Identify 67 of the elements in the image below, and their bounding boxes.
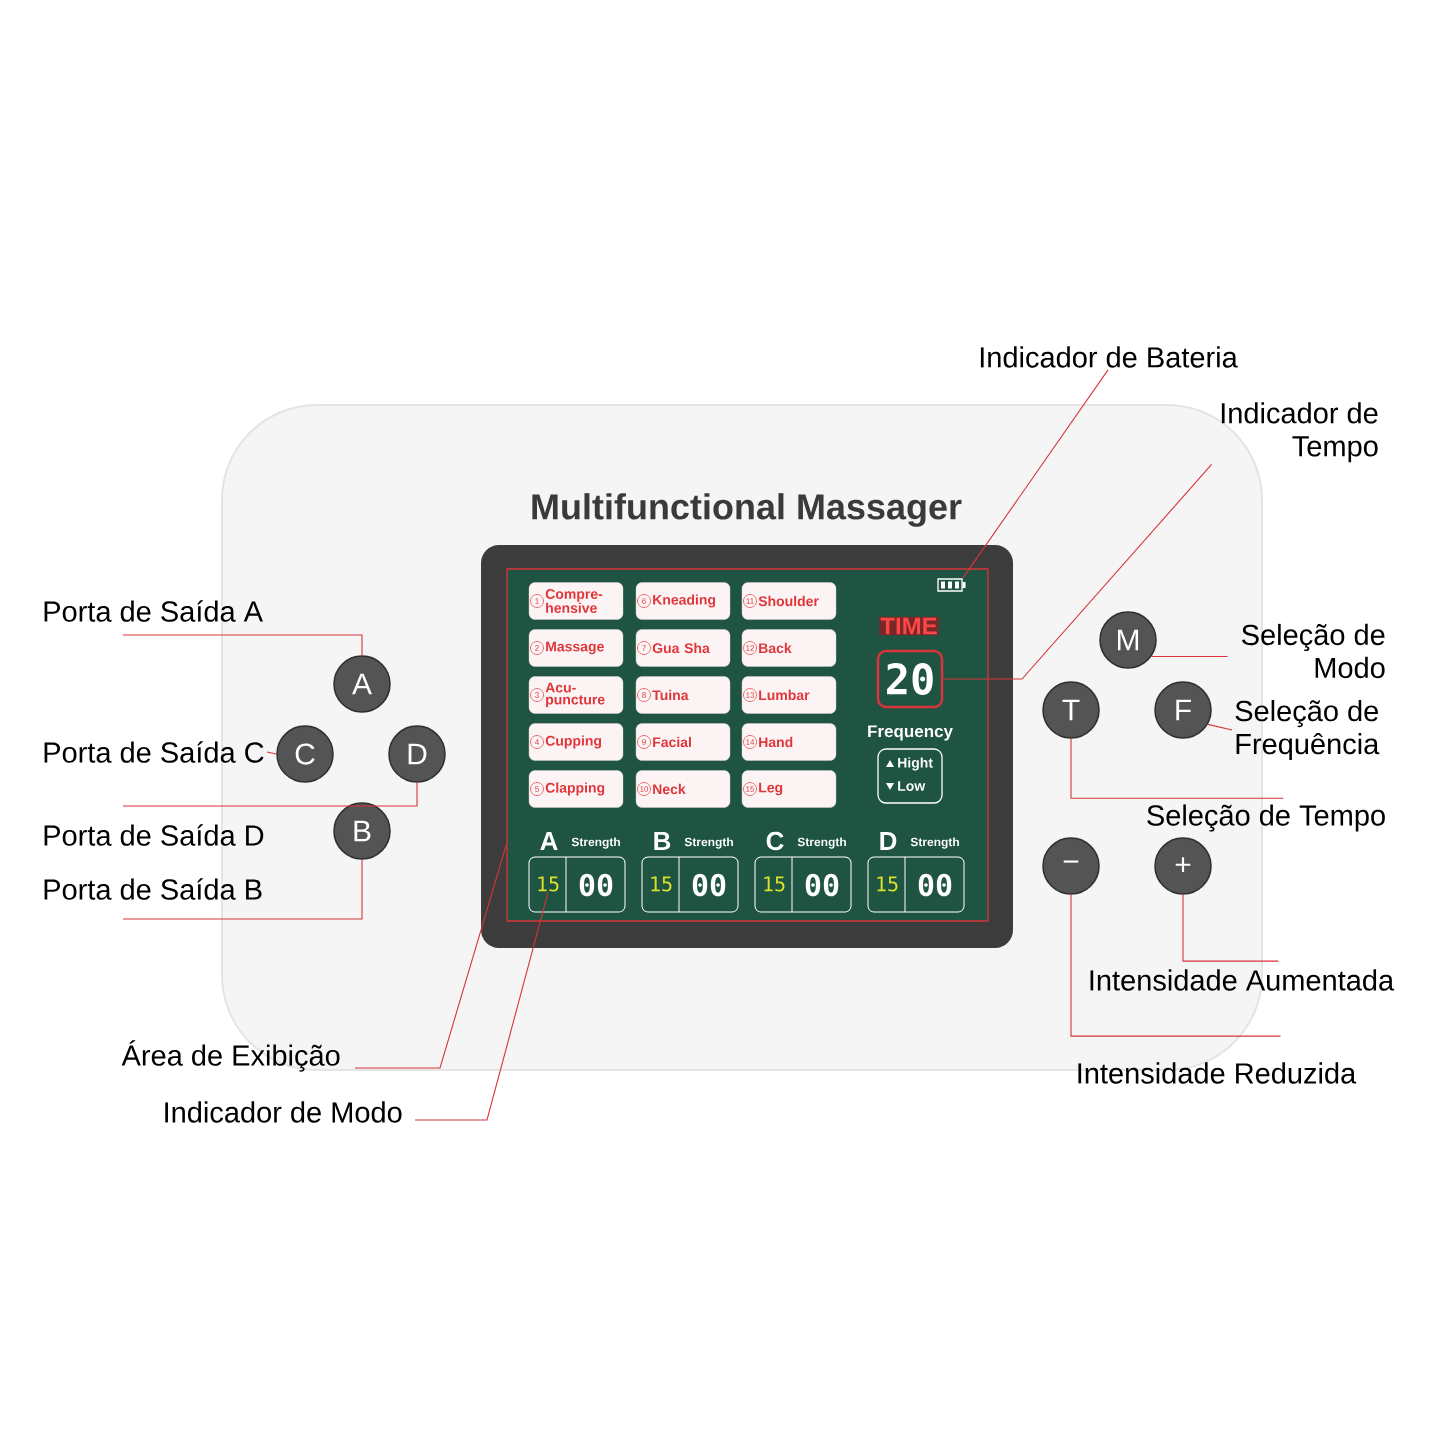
callout-label: Seleção de Frequência [1235,700,1380,761]
mode-button: 7 Gua Sha [635,629,731,667]
mode-button: 12 Back [741,629,837,667]
leader-line [1070,738,1284,799]
level-readout: 15 [877,876,898,892]
node-label: B [654,832,671,850]
level-readout: 15 [651,876,672,892]
callout-label: Indicador de Modo [165,1101,402,1123]
battery-icon [937,578,966,592]
round-button: F [1154,681,1212,739]
node-label: Strength [571,837,620,849]
round-button: C [276,725,334,783]
leader-line [266,751,277,755]
callout-label: Porta de Saída B [44,878,262,900]
leader-line [962,369,1109,579]
mode-button: 4 Cupping [528,723,624,761]
mode-button: 13 Lumbar [741,676,837,714]
mode-button: 8 Tuina [635,676,731,714]
level-readout: 15 [538,876,559,892]
mode-button: 11 Shoulder [741,582,837,620]
mode-button: 2 Massage [528,629,624,667]
leader-line [354,844,507,1069]
callout-label: Seleção de Tempo [1147,804,1385,832]
callout-label: Seleção de Modo [1242,623,1385,679]
mode-button: 3 Acu- puncture [528,676,624,714]
mode-button: 9 Facial [635,723,731,761]
callout-label: Indicador de Bateria [980,346,1238,368]
node-label: D [880,832,897,850]
leader-line [122,782,418,807]
leader-line [414,892,549,1121]
node-label: Strength [910,837,959,849]
leader-line [1182,894,1279,962]
mode-button: 1 Compre- hensive [528,582,624,620]
mode-button: 10 Neck [635,770,731,808]
mode-button: 6 Kneading [635,582,731,620]
node-label: C [766,831,784,851]
leader-line [942,463,1213,680]
leader-line [122,634,363,656]
node-label: A [540,832,558,850]
callout-label: Intensidade Reduzida [1078,1062,1357,1084]
level-readout: 15 [764,876,785,892]
mode-button: 14 Hand [741,723,837,761]
leader-line [1151,655,1229,658]
mode-button: 5 Clapping [528,770,624,808]
callout-label: Porta de Saída C [44,741,264,763]
leader-line [122,859,363,920]
callout-label: Área de Exibição [121,1040,340,1072]
leader-line [1207,723,1233,731]
round-button: B [333,802,391,860]
callout-label: Porta de Saída A [44,600,263,622]
callout-label: Intensidade Aumentada [1090,969,1395,991]
frequency-display: Frequency Hight Low [868,725,953,804]
node-label: Strength [684,837,733,849]
callout-label: Indicador de Tempo [1221,402,1378,463]
callout-label: Porta de Saída D [44,824,264,846]
node-label: Strength [797,837,846,849]
round-button: − [1042,837,1100,895]
leader-line [1070,894,1282,1037]
round-button: A [333,655,391,713]
node-label: Frequency [868,725,953,741]
round-button: + [1154,837,1212,895]
round-button: M [1099,611,1157,669]
round-button: T [1042,681,1100,739]
node-label: TIME [880,617,937,635]
mode-button: 15 Leg [741,770,837,808]
time-display: TIME 20 [876,616,944,709]
round-button: D [388,725,446,783]
